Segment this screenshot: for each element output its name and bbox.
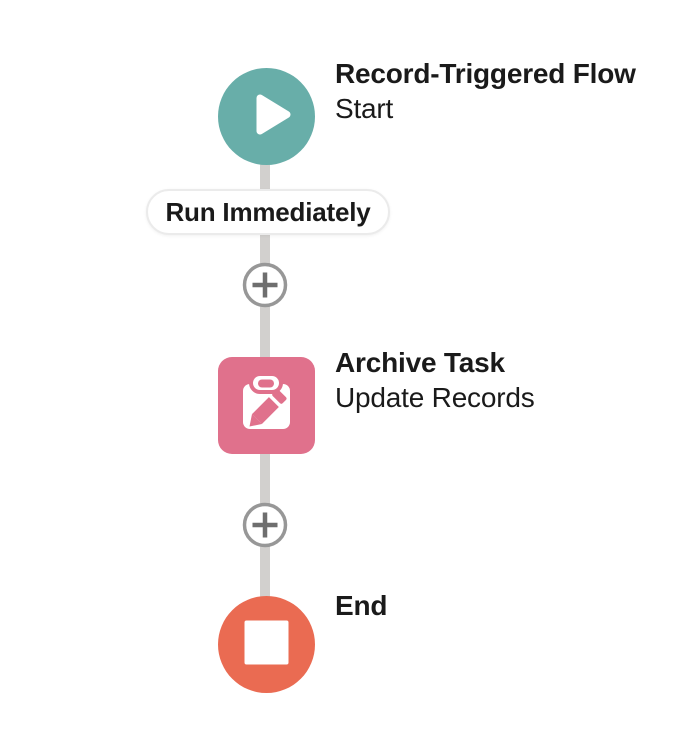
end-node[interactable] — [218, 596, 315, 693]
update-records-node-subtitle: Update Records — [335, 382, 535, 413]
stop-icon — [218, 594, 315, 696]
plus-icon — [242, 262, 288, 308]
end-node-label: End — [335, 588, 387, 623]
clipboard-pencil-icon — [218, 355, 315, 457]
start-node[interactable] — [218, 68, 315, 165]
update-records-node[interactable] — [218, 357, 315, 454]
update-records-node-label: Archive Task Update Records — [335, 345, 535, 415]
run-immediately-badge: Run Immediately — [146, 189, 390, 235]
plus-icon — [242, 502, 288, 548]
start-node-subtitle: Start — [335, 93, 394, 124]
start-node-title: Record-Triggered Flow — [335, 58, 636, 89]
end-node-title: End — [335, 590, 388, 621]
add-element-button-2[interactable] — [242, 502, 288, 548]
play-icon — [218, 66, 315, 168]
start-node-label: Record-Triggered Flow Start — [335, 56, 636, 126]
update-records-node-title: Archive Task — [335, 347, 505, 378]
add-element-button-1[interactable] — [242, 262, 288, 308]
run-immediately-badge-label: Run Immediately — [165, 196, 371, 227]
